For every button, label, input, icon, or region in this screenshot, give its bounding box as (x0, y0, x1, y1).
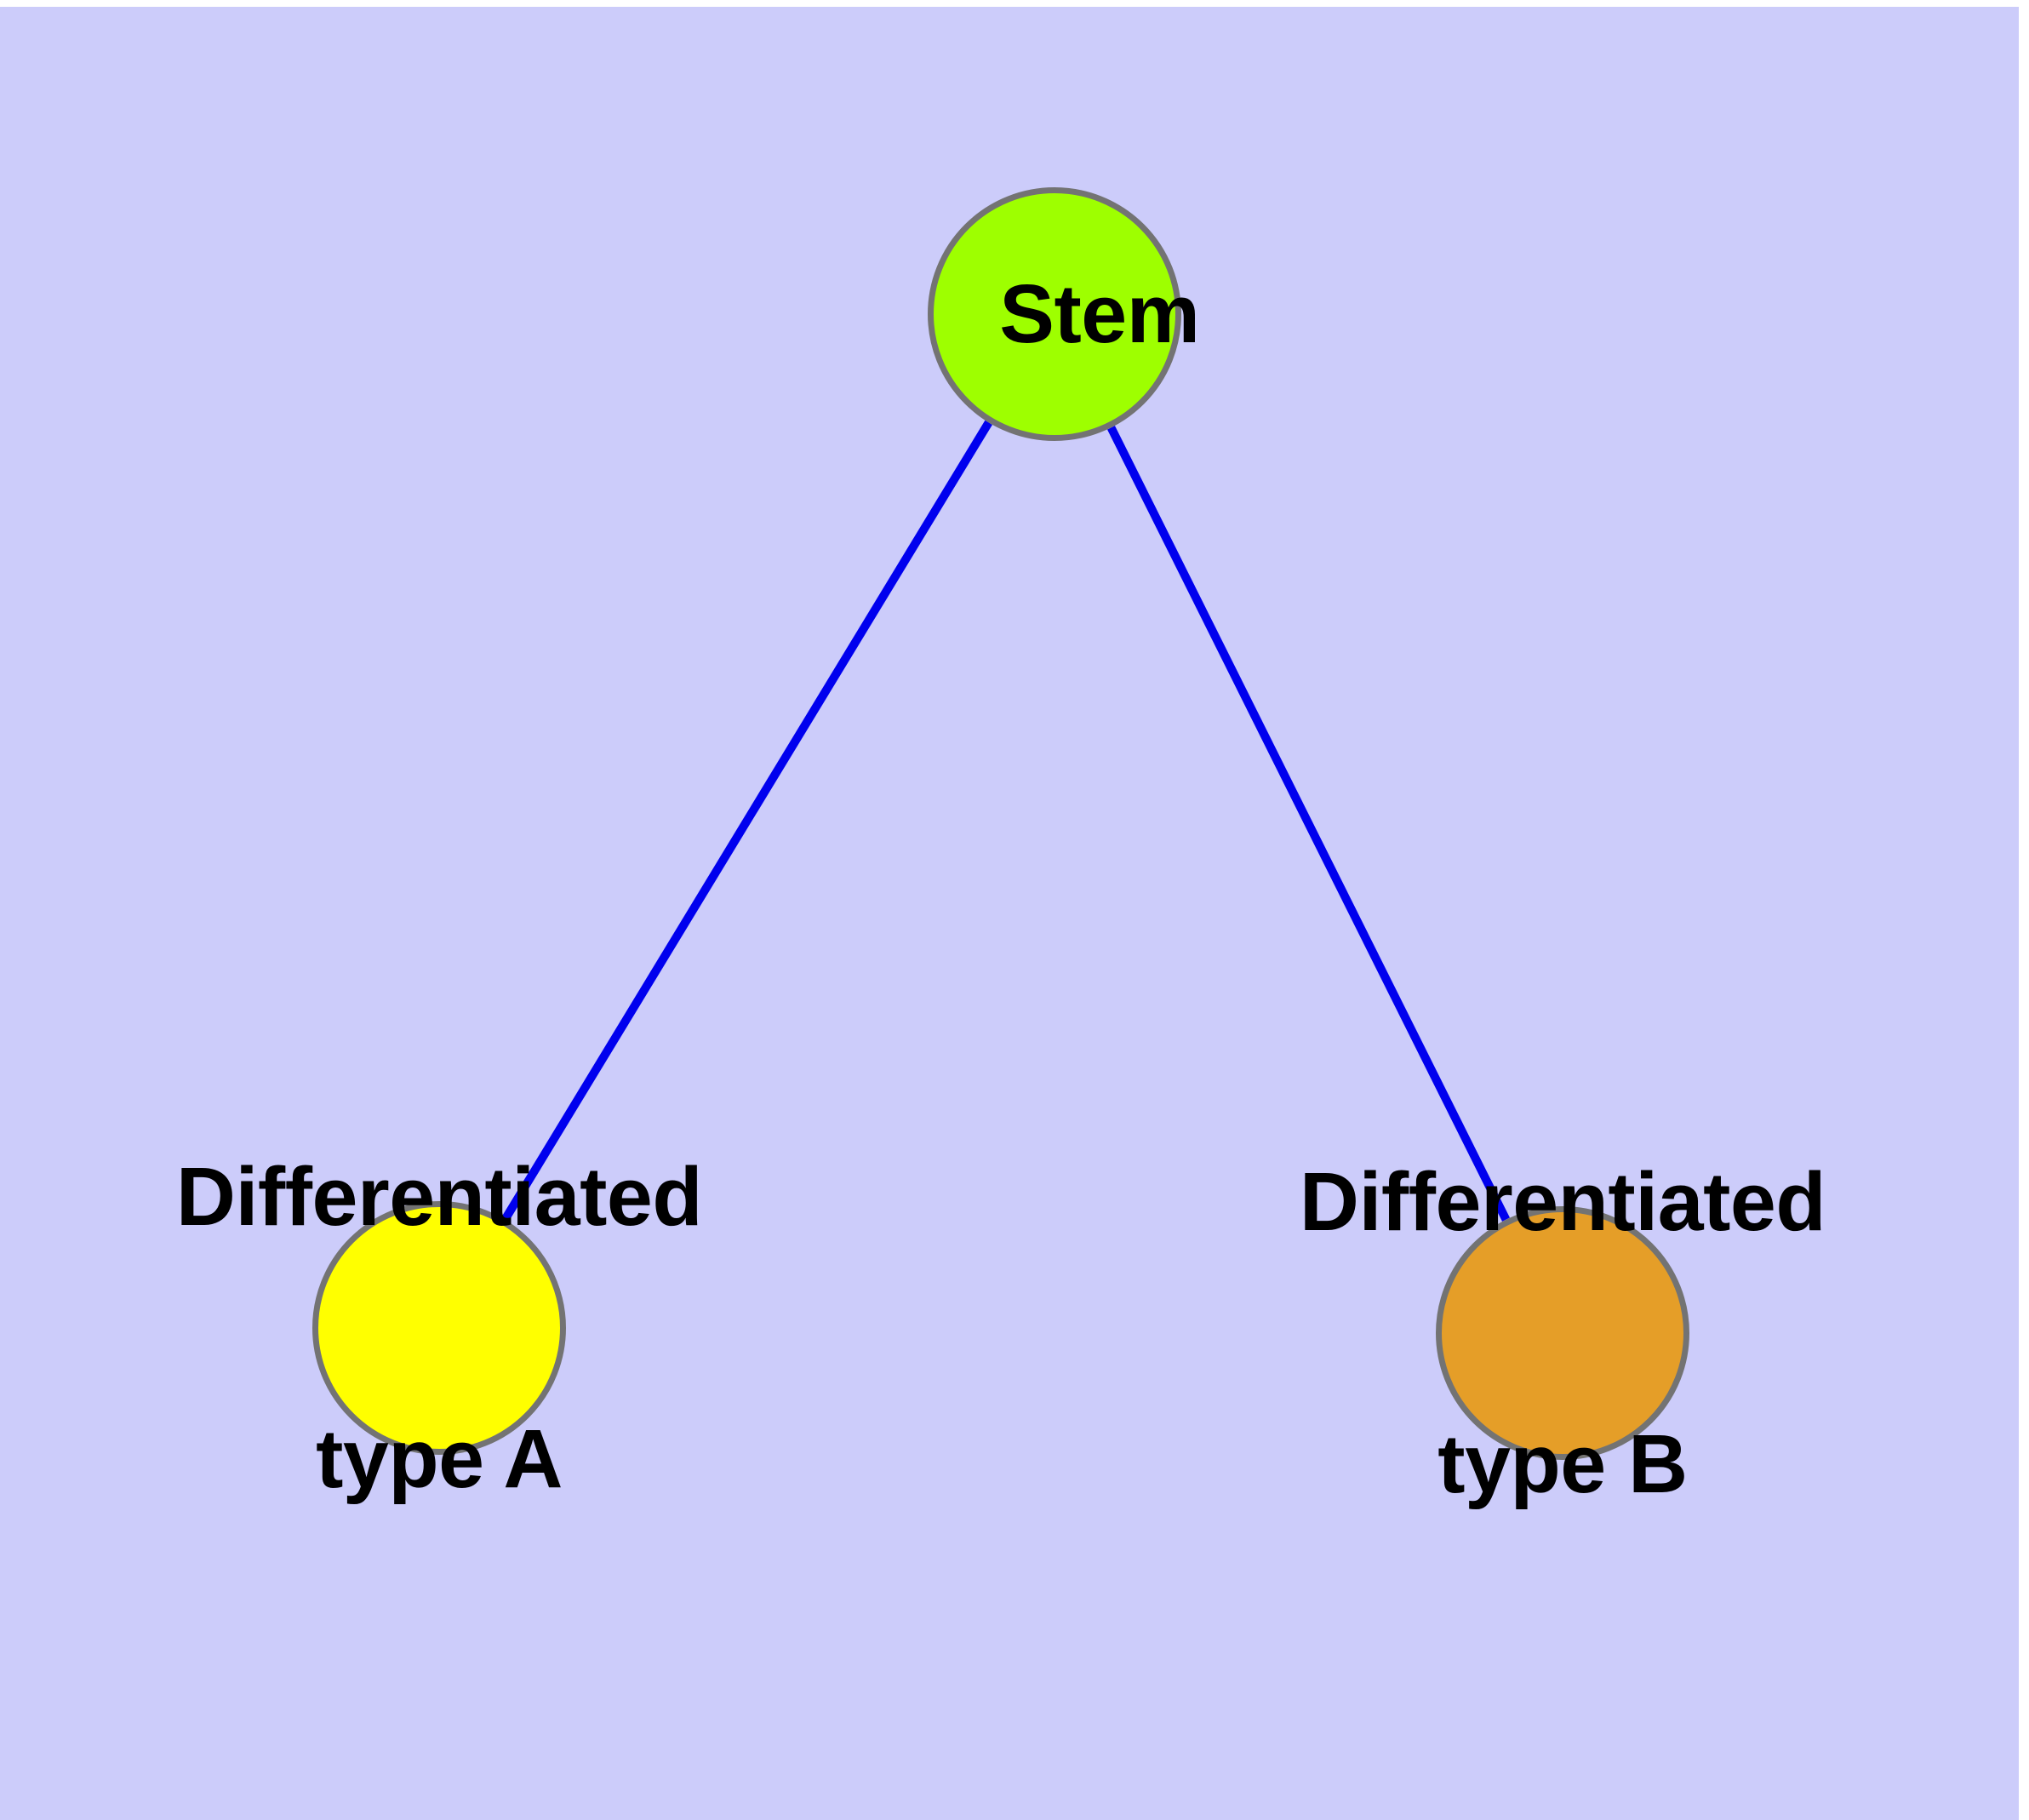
edge-stem-to-diff_b[interactable] (1107, 426, 1510, 1222)
node-stem[interactable] (928, 187, 1181, 441)
node-diff_a[interactable] (312, 1201, 566, 1455)
node-diff_b[interactable] (1436, 1206, 1689, 1460)
node-layer (312, 187, 1689, 1460)
edge-stem-to-diff_a[interactable] (501, 420, 992, 1222)
edge-layer (501, 420, 1510, 1222)
